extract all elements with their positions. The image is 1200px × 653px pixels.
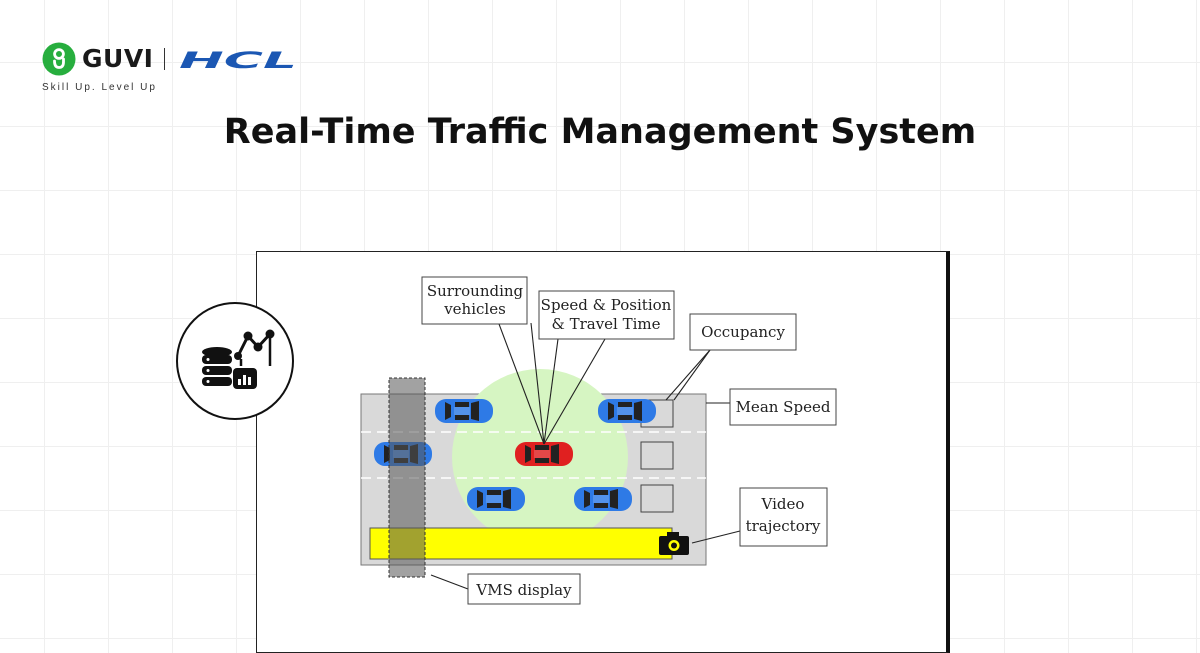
target-car <box>515 442 573 466</box>
page-title: Real-Time Traffic Management System <box>223 112 977 152</box>
hcl-logo: HCL <box>179 50 297 70</box>
guvi-logo-icon <box>42 42 76 76</box>
callout-video-box <box>739 487 828 547</box>
car-lane1-left <box>435 399 493 423</box>
car-lane3-left <box>467 487 525 511</box>
callout-surrounding-line2: vehicles <box>443 300 506 318</box>
brand-header: GUVI HCL Skill Up. Level Up <box>42 42 312 94</box>
database-analytics-icon <box>202 329 275 389</box>
traffic-diagram: Surrounding vehicles Speed & Position & … <box>360 276 837 605</box>
callout-video-line1: Video <box>761 495 805 513</box>
detector-loop <box>640 484 674 513</box>
brand-divider <box>164 48 165 70</box>
callout-occupancy: Occupancy <box>701 323 785 341</box>
callout-speed-line1: Speed & Position <box>541 296 672 314</box>
callout-mean-speed-box <box>729 388 837 426</box>
tagline: Skill Up. Level Up <box>42 82 157 93</box>
callout-video-line2: trajectory <box>746 517 821 535</box>
database-analytics-badge <box>176 302 294 420</box>
camera-icon <box>659 532 689 555</box>
callout-occupancy-box <box>689 313 797 351</box>
callout-speed-box <box>538 290 675 340</box>
callout-surrounding-box <box>421 276 528 325</box>
callout-surrounding-line1: Surrounding <box>427 282 524 300</box>
callout-speed-line2: & Travel Time <box>551 315 660 333</box>
car-lane3-right <box>574 487 632 511</box>
car-lane1-right <box>598 399 656 423</box>
callout-vms: VMS display <box>475 581 572 599</box>
hcl-wordmark: HCL <box>179 50 297 70</box>
detector-loop <box>640 441 674 470</box>
vms-gantry <box>388 377 426 578</box>
callout-mean-speed: Mean Speed <box>736 398 831 416</box>
callout-vms-box <box>467 573 581 605</box>
guvi-wordmark: GUVI <box>82 44 154 73</box>
